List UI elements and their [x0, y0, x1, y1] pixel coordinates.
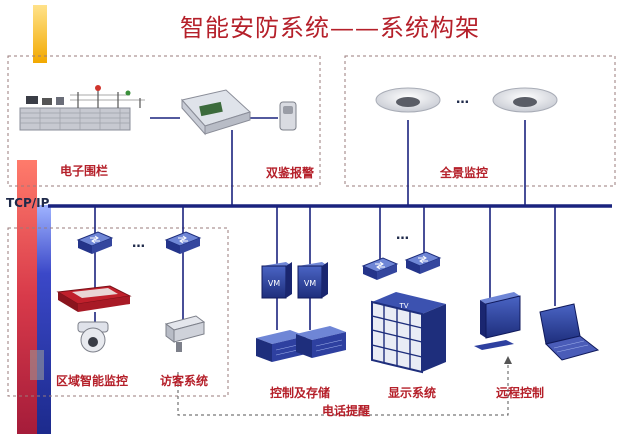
decor-blue-bar — [37, 205, 51, 434]
fence-device-icon — [19, 85, 145, 131]
ceiling-camera-icon — [375, 87, 558, 113]
switch-icon — [76, 231, 442, 280]
label-zone: 区域智能监控 — [56, 374, 129, 388]
dome-camera-icon — [77, 312, 109, 353]
ellipsis-display: … — [396, 228, 409, 243]
decor-yellow-bar — [33, 5, 47, 63]
label-remote: 远程控制 — [496, 386, 545, 400]
ellipsis-zone: … — [132, 236, 145, 251]
video-wall-icon — [371, 292, 446, 374]
vm-server-icon — [261, 262, 328, 299]
storage-icon — [256, 326, 346, 362]
label-visitor: 访客系统 — [160, 374, 209, 388]
monitor-icon — [474, 292, 521, 350]
group-panorama — [344, 55, 616, 187]
bus-label: TCP/IP — [6, 196, 50, 210]
nvr-device-icon — [56, 285, 132, 312]
laptop-icon — [539, 303, 600, 361]
page-title: 智能安防系统——系统构架 — [180, 14, 480, 42]
label-panorama: 全景监控 — [440, 166, 489, 180]
group-zone — [7, 227, 229, 397]
label-phone: 电话提醒 — [322, 404, 371, 418]
label-display: 显示系统 — [388, 386, 437, 400]
ellipsis-panorama: … — [456, 92, 469, 107]
label-alarm: 双鉴报警 — [266, 166, 315, 180]
group-fence-alarm — [7, 55, 321, 187]
label-control: 控制及存储 — [270, 386, 331, 400]
box-camera-icon — [164, 315, 206, 352]
alarm-panel-icon — [181, 89, 251, 136]
label-fence: 电子围栏 — [60, 164, 109, 178]
detector-icon — [279, 101, 297, 131]
